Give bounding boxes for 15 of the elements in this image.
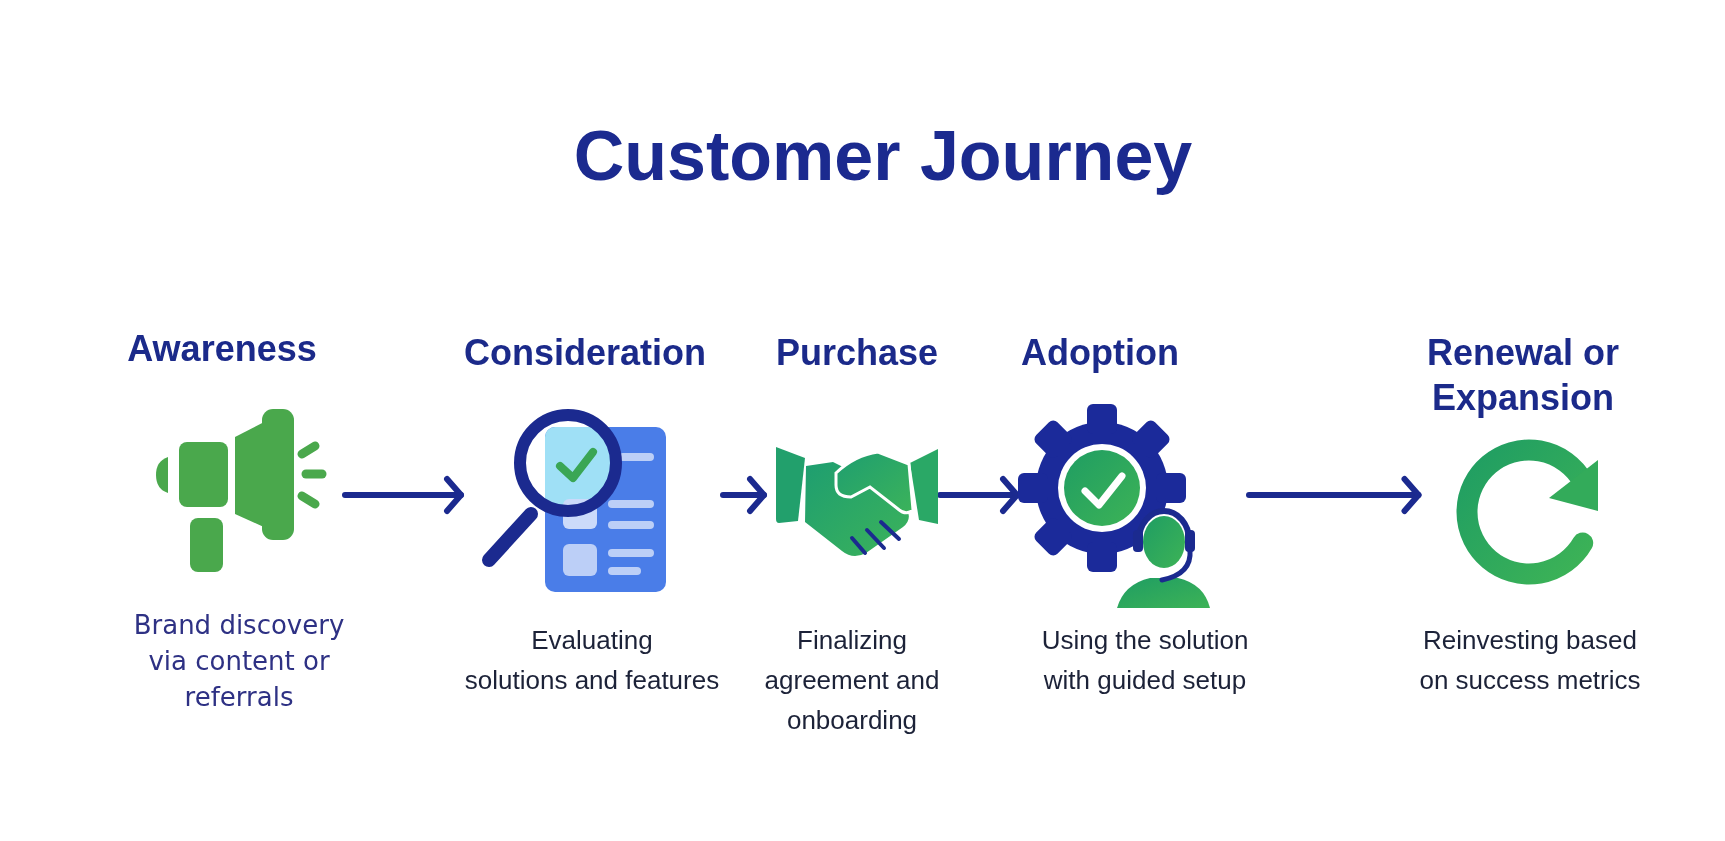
arrow xyxy=(342,476,464,514)
step-description: Finalizing agreement and onboarding xyxy=(764,624,940,737)
step-description: Reinvesting based on success metrics xyxy=(1418,624,1642,697)
diagram-title: Customer Journey xyxy=(573,118,1193,194)
step-title: Adoption xyxy=(1020,330,1180,375)
step-title: Awareness xyxy=(126,326,318,371)
step-description: Brand discovery via content or referrals xyxy=(133,609,345,714)
step-title: Purchase xyxy=(775,330,939,375)
step-title: Renewal or Expansion xyxy=(1426,330,1620,420)
arrow xyxy=(720,476,767,514)
step-title: Consideration xyxy=(463,330,707,375)
step-description: Using the solution with guided setup xyxy=(1041,624,1249,697)
step-description: Evaluating solutions and features xyxy=(463,624,721,697)
arrow xyxy=(937,476,1020,514)
arrow xyxy=(1246,476,1422,514)
